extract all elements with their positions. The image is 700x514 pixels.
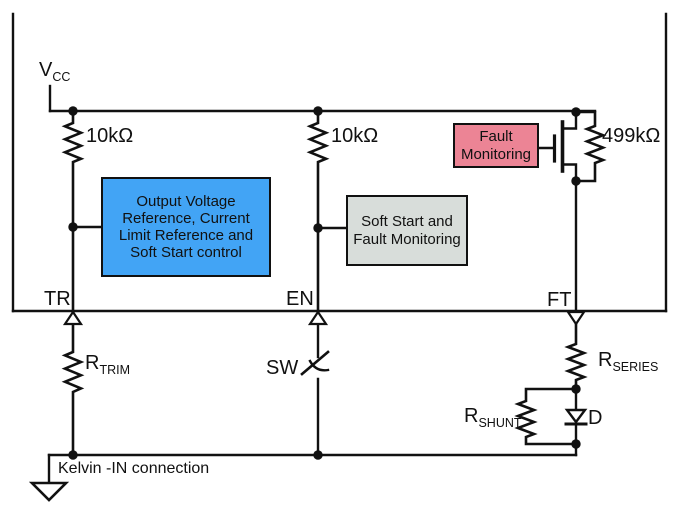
resistor-499k xyxy=(574,110,607,183)
rtrim-label: RTRIM xyxy=(85,352,131,377)
kelvin-connection-label: Kelvin -IN connection xyxy=(58,460,210,477)
ft-pin-arrow-icon xyxy=(565,310,587,326)
mosfet-source-wire xyxy=(561,163,578,183)
resistor-10k-tr-label: 10kΩ xyxy=(86,125,134,147)
fault-monitoring-block: Fault Monitoring xyxy=(453,123,539,168)
switch-blade xyxy=(300,350,330,376)
resistor-10k-tr xyxy=(61,109,85,313)
pin-ft-label: FT xyxy=(547,289,572,311)
reference-block: Output Voltage Reference, Current Limit … xyxy=(101,177,271,277)
ground-icon xyxy=(28,481,70,502)
resistor-rshunt xyxy=(514,387,578,446)
resistor-499k-label: 499kΩ xyxy=(602,125,661,147)
pin-en-label: EN xyxy=(286,288,314,310)
resistor-rseries xyxy=(564,322,588,391)
switch-hook xyxy=(308,359,330,372)
rseries-label: RSERIES xyxy=(598,349,659,374)
diode-label: D xyxy=(588,407,603,429)
tr-pin-arrow-icon xyxy=(62,310,84,326)
soft-start-block: Soft Start and Fault Monitoring xyxy=(346,195,468,266)
diode-triangle xyxy=(564,408,588,424)
resistor-rtrim xyxy=(61,322,85,457)
junction-dots xyxy=(68,106,581,460)
pin-tr-label: TR xyxy=(44,288,71,310)
rshunt-label: RSHUNT xyxy=(464,405,522,430)
en-pin-arrow-icon xyxy=(307,310,329,326)
switch-label: SW xyxy=(266,357,299,379)
resistor-10k-en xyxy=(306,109,330,313)
resistor-10k-en-label: 10kΩ xyxy=(331,125,379,147)
mosfet-drain-wire xyxy=(561,110,578,130)
vcc-label: VCC xyxy=(39,59,71,84)
